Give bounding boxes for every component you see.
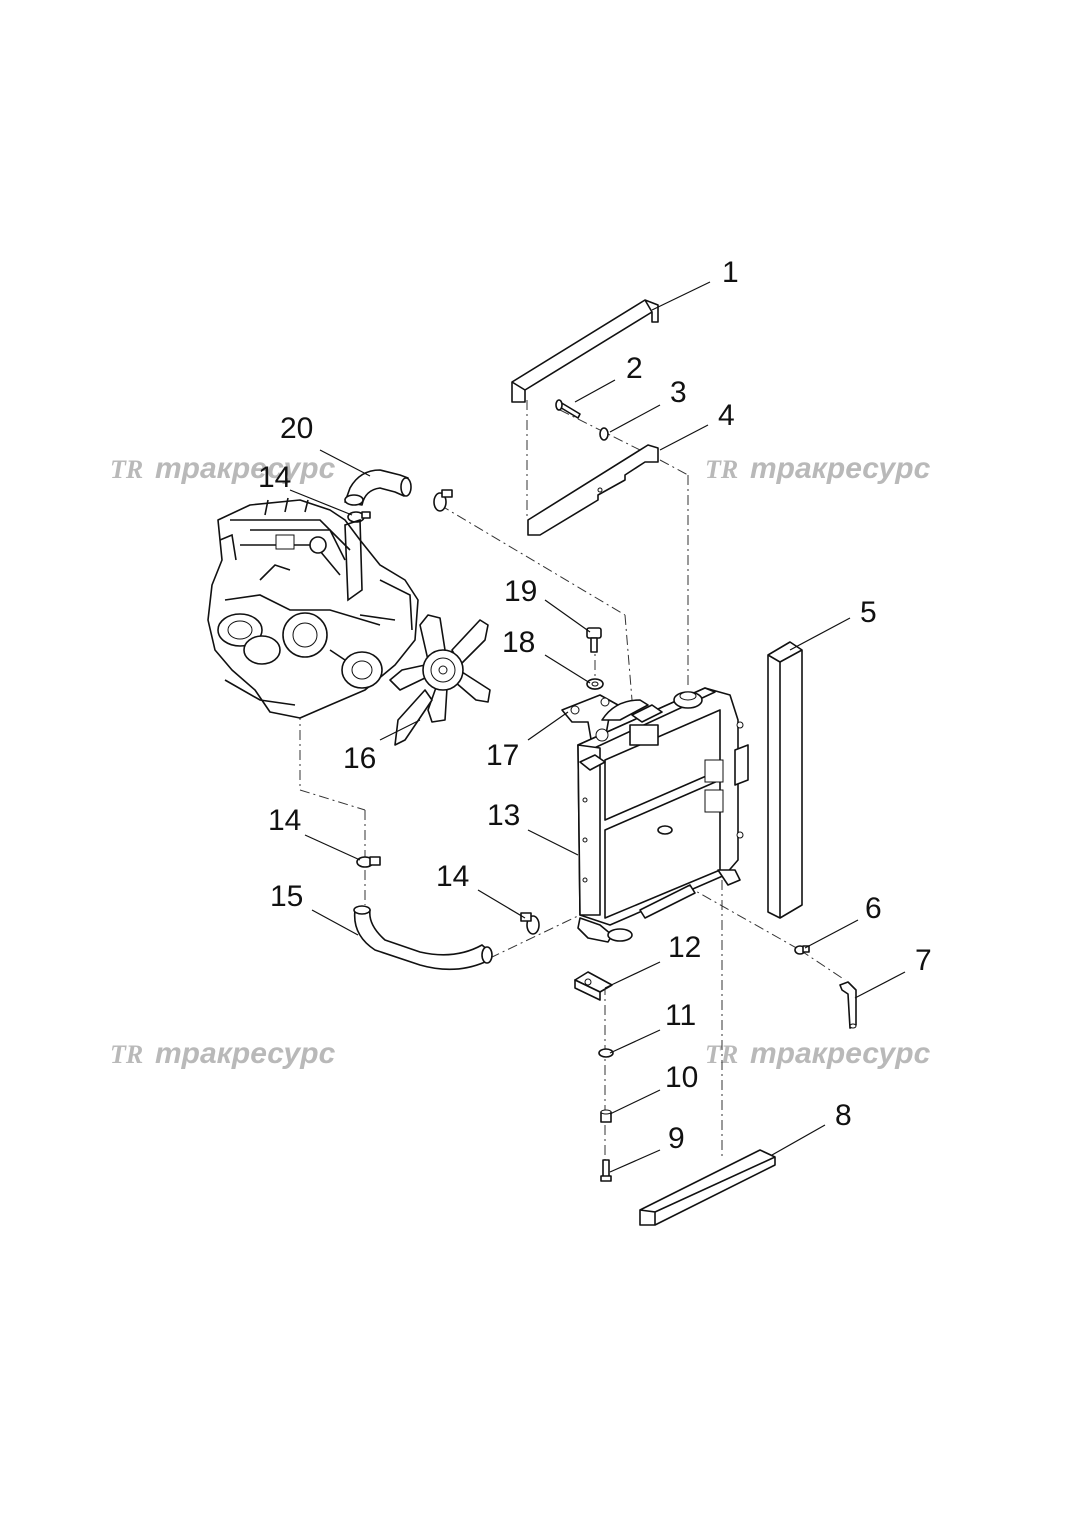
label-part-12: 12 xyxy=(668,931,701,964)
watermark-text: тракресурс xyxy=(155,452,336,485)
watermark-text: тракресурс xyxy=(750,1037,931,1070)
label-part-20: 20 xyxy=(280,412,313,445)
label-part-1: 1 xyxy=(722,256,739,289)
label-part-2: 2 xyxy=(626,352,643,385)
label-part-11: 11 xyxy=(665,999,696,1032)
label-part-9: 9 xyxy=(668,1122,685,1155)
part-12-lower-bracket xyxy=(574,971,613,1001)
part-14-hose-clamp-lower xyxy=(520,912,540,935)
part-19-bolt xyxy=(586,627,602,653)
label-part-14-lower: 14 xyxy=(436,860,469,893)
label-part-5: 5 xyxy=(860,596,877,629)
part-14-hose-clamp-upper-right xyxy=(433,489,453,512)
label-part-7: 7 xyxy=(915,944,932,977)
part-7-drain-pipe xyxy=(839,981,857,1029)
part-11-washer xyxy=(598,1048,614,1058)
engine-assembly xyxy=(207,497,419,719)
watermark-top-right: TR тракресурс xyxy=(705,452,931,485)
watermark-logo: TR xyxy=(705,455,738,484)
part-20-upper-hose xyxy=(344,469,412,506)
part-13-radiator xyxy=(577,687,749,943)
part-4-shroud-bracket xyxy=(527,444,659,536)
part-3-washer xyxy=(599,427,609,441)
leader-lines xyxy=(289,281,906,1173)
label-part-3: 3 xyxy=(670,376,687,409)
part-18-washer xyxy=(586,678,604,690)
watermark-logo: TR xyxy=(110,1040,143,1069)
label-part-17: 17 xyxy=(486,739,519,772)
label-part-14-middle: 14 xyxy=(268,804,301,837)
label-part-10: 10 xyxy=(665,1061,698,1094)
watermark-logo: TR xyxy=(110,455,143,484)
part-2-bolt xyxy=(555,399,581,419)
label-part-13: 13 xyxy=(487,799,520,832)
label-part-8: 8 xyxy=(835,1099,852,1132)
label-part-14-upper: 14 xyxy=(258,461,291,494)
label-part-6: 6 xyxy=(865,892,882,925)
part-number-labels: 1 2 3 4 5 6 7 8 9 10 11 12 13 14 14 14 1… xyxy=(258,256,932,1155)
watermark-text: тракресурс xyxy=(155,1037,336,1070)
label-part-15: 15 xyxy=(270,880,303,913)
part-8-bottom-seal xyxy=(639,1149,776,1226)
part-5-side-seal xyxy=(767,641,803,919)
label-part-18: 18 xyxy=(502,626,535,659)
part-1-top-cover xyxy=(511,299,659,403)
part-16-cooling-fan xyxy=(389,614,491,746)
part-14-hose-clamp-middle xyxy=(356,856,381,868)
watermark-bottom-left: TR тракресурс xyxy=(110,1037,336,1070)
part-15-lower-hose xyxy=(353,905,493,971)
part-10-nut xyxy=(600,1109,612,1123)
label-part-4: 4 xyxy=(718,399,735,432)
label-part-16: 16 xyxy=(343,742,376,775)
watermark-text: тракресурс xyxy=(750,452,931,485)
part-6-fitting xyxy=(794,945,810,955)
watermark-top-left: TR тракресурс xyxy=(110,452,336,485)
label-part-19: 19 xyxy=(504,575,537,608)
part-9-bolt xyxy=(600,1159,612,1182)
watermark-bottom-right: TR тракресурс xyxy=(705,1037,931,1070)
